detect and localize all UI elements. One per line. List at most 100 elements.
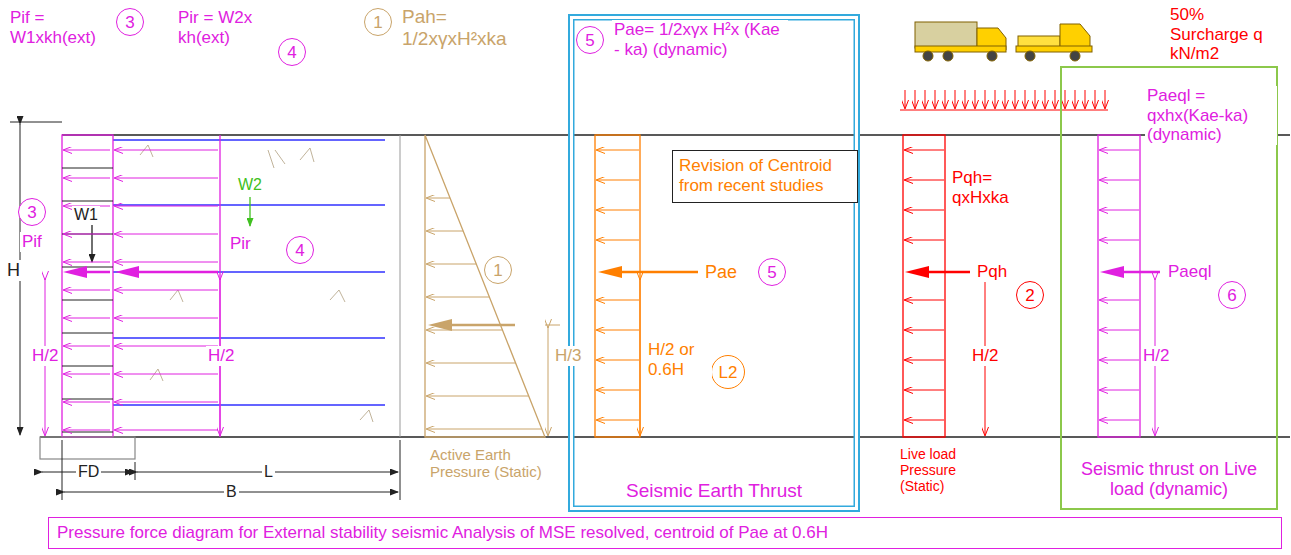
earth-pressure-arrow (427, 396, 529, 397)
surcharge-load-arrow (915, 90, 916, 108)
surcharge-load-arrow (965, 90, 966, 108)
inertia-arrow (115, 206, 218, 207)
inertia-arrow (115, 290, 218, 291)
surcharge-load-arrow (945, 90, 946, 108)
inertia-arrow (64, 402, 110, 403)
surcharge-arrow (905, 360, 944, 361)
seismic-live-arrow (1100, 330, 1139, 331)
panel-joint (62, 267, 113, 268)
resultant-shaft (1120, 271, 1160, 274)
callout-number: 5 (767, 264, 776, 281)
panel-joints (62, 168, 113, 432)
resultant-shaft (618, 271, 698, 274)
surcharge-load-arrow (935, 90, 936, 108)
resultant-shaft (448, 324, 515, 327)
inertia-arrow (64, 150, 110, 151)
earth-pressure-arrow (427, 363, 516, 364)
diagram-label: Pir = W2x kh(ext) (176, 8, 272, 47)
seismic-arrow (597, 150, 639, 151)
diagram-label: H/2 (1141, 346, 1171, 366)
seismic-arrow (597, 300, 639, 301)
panel-joint (62, 300, 113, 301)
resultant-head (115, 266, 139, 278)
inertia-arrow (115, 234, 218, 235)
resultant-shaft (83, 271, 110, 274)
earth-pressure-arrow (427, 231, 463, 232)
diagram-label: FD (76, 463, 101, 481)
surcharge-arrow (905, 300, 944, 301)
callout-number: 6 (1227, 287, 1236, 304)
callout-circle: 1 (484, 256, 512, 284)
diagram-label: L (262, 463, 275, 481)
seismic-live-arrow (1100, 150, 1139, 151)
diagram-label: Pqh= qxHxka (950, 168, 1032, 207)
callout-circle: 3 (18, 198, 46, 226)
diagram-label: H/2 (970, 346, 1000, 366)
footing (40, 437, 135, 459)
callout-circle: L2 (711, 355, 745, 389)
diagram-label: B (224, 483, 239, 501)
seismic-arrow (597, 240, 639, 241)
truck-icons (915, 22, 1092, 61)
diagram-label: Pah= 1/2xγxH²xka (400, 6, 532, 50)
panel-joint (62, 432, 113, 433)
inertia-arrow (115, 178, 218, 179)
diagram-label: H/2 (206, 346, 236, 366)
seismic-arrow (597, 390, 639, 391)
callout-number: 3 (125, 14, 134, 31)
seismic-arrow (597, 420, 639, 421)
inertia-arrow (64, 262, 110, 263)
callout-circle: 2 (1016, 281, 1044, 309)
inertia-arrow (115, 402, 218, 403)
callout-number: 2 (1025, 287, 1034, 304)
surcharge-arrow (905, 210, 944, 211)
region-heading: Seismic thrust on Live load (dynamic) (1062, 459, 1276, 500)
panel-joint (62, 201, 113, 202)
resultant-head (598, 266, 622, 278)
diagram-label: W1 (72, 206, 100, 224)
note-text: Revision of Centroid from recent studies (679, 156, 851, 197)
inertia-arrow (64, 234, 110, 235)
surcharge-load-arrow (1005, 90, 1006, 108)
surcharge-load-arrow (1015, 90, 1016, 108)
resultant-shaft (925, 271, 970, 274)
inertia-arrow (64, 374, 110, 375)
seismic-live-arrow (1100, 360, 1139, 361)
diagram-label: Pae= 1/2xγx H²x (Kae - ka) (dynamic) (612, 20, 788, 59)
callout-number: 3 (27, 204, 36, 221)
inertia-arrow (115, 346, 218, 347)
diagram-label: Pif (20, 232, 44, 252)
callout-number: L2 (719, 364, 738, 381)
inertia-arrow (64, 318, 110, 319)
callout-circle: 6 (1218, 281, 1246, 309)
inertia-arrow (115, 262, 218, 263)
inertia-arrow (115, 374, 218, 375)
diagram-label: Live load Pressure (Static) (898, 446, 1002, 494)
seismic-live-arrow (1100, 240, 1139, 241)
seismic-live-arrow (1100, 300, 1139, 301)
inertia-arrow (64, 430, 110, 431)
resultant-head (428, 319, 452, 331)
resultant-shaft (135, 271, 218, 274)
facing-panels (62, 135, 220, 437)
earth-pressure-arrow (427, 198, 450, 199)
pressure-diagrams (425, 110, 1140, 437)
ground-lines (40, 135, 1290, 437)
inertia-arrow (115, 318, 218, 319)
inertia-arrow (64, 178, 110, 179)
surcharge-load-arrow (975, 90, 976, 108)
callout-number: 1 (493, 262, 502, 279)
seismic-arrow (597, 360, 639, 361)
reinforcement-strips (113, 140, 385, 405)
diagram-label: Pqh (975, 262, 1009, 282)
earth-pressure-arrow (427, 297, 489, 298)
surcharge-arrow (905, 420, 944, 421)
surcharge-arrow (905, 390, 944, 391)
callout-circle: 3 (116, 8, 144, 36)
weight-arrows (92, 197, 250, 262)
callout-circle: 1 (364, 8, 392, 36)
surcharge-arrow (905, 150, 944, 151)
panel-joint (62, 168, 113, 169)
surcharge-load-arrow (1025, 90, 1026, 108)
